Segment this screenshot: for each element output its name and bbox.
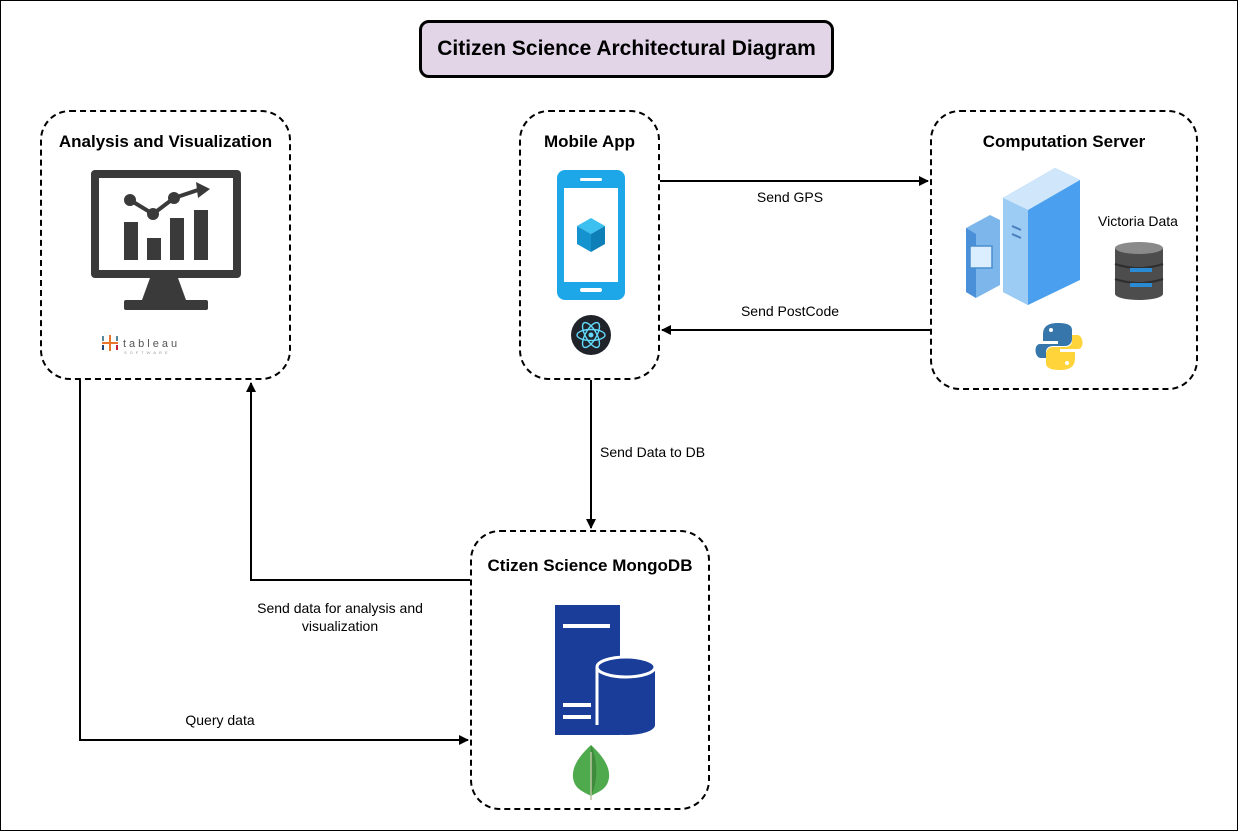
tableau-logo-icon: tableau SOFTWARE (102, 335, 180, 355)
analysis-node-title: Analysis and Visualization (58, 132, 273, 151)
mongodb-node: Ctizen Science MongoDB (470, 530, 710, 810)
send-postcode-label: Send PostCode (740, 303, 840, 319)
server-icon (966, 168, 1080, 305)
python-logo-icon (1035, 323, 1083, 370)
mobile-app-node-title: Mobile App (544, 132, 635, 151)
send-analysis-label-line2: visualization (301, 618, 379, 634)
edge-query-data (79, 380, 469, 745)
react-logo-icon (571, 315, 611, 355)
tableau-logo-text: tableau (123, 338, 180, 350)
analytics-monitor-icon (91, 170, 241, 310)
send-data-db-label: Send Data to DB (600, 444, 706, 460)
tableau-logo-subtext: SOFTWARE (124, 350, 171, 355)
mobile-app-node: Mobile App (519, 110, 660, 380)
victoria-data-label: Victoria Data (1098, 213, 1178, 229)
send-analysis-label-line1: Send data for analysis and (257, 600, 423, 616)
query-data-label: Query data (185, 712, 255, 728)
send-gps-label: Send GPS (756, 189, 824, 205)
diagram-title: Citizen Science Architectural Diagram (419, 20, 834, 78)
computation-server-node: Computation Server (930, 110, 1198, 390)
computation-server-node-title: Computation Server (982, 132, 1146, 151)
send-analysis-label: Send data for analysis and visualization (230, 599, 450, 635)
db-server-icon (555, 605, 657, 735)
database-icon (1114, 242, 1164, 300)
analysis-node: Analysis and Visualization (40, 110, 291, 380)
smartphone-icon (557, 170, 625, 300)
mongodb-leaf-icon (572, 745, 610, 800)
mongodb-node-title: Ctizen Science MongoDB (487, 556, 693, 575)
edge-send-analysis (246, 382, 470, 581)
